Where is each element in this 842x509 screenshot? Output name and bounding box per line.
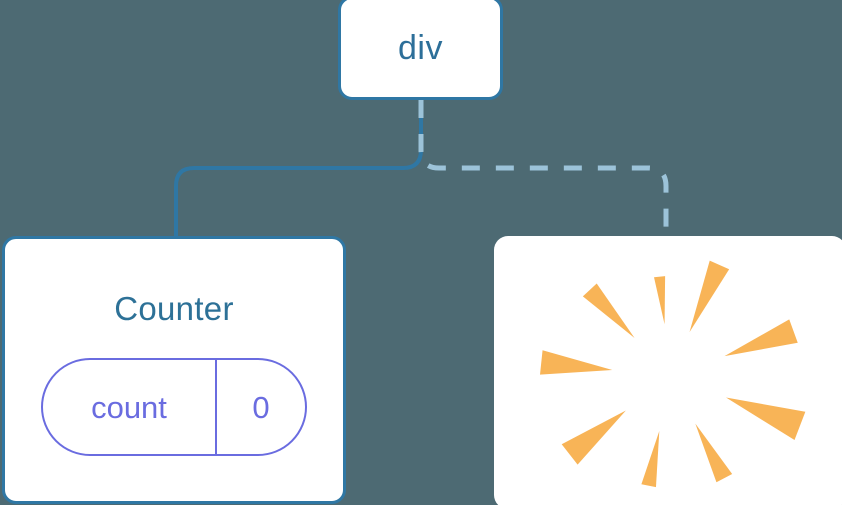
- sparkle-ray-6: [695, 423, 733, 483]
- sparkle-burst-icon: [540, 260, 806, 488]
- prop-name: count: [43, 360, 217, 454]
- sparkle-ray-7: [726, 397, 806, 440]
- node-div[interactable]: div: [338, 0, 503, 100]
- sparkle-ray-8: [724, 319, 798, 357]
- prop-value: 0: [252, 389, 270, 425]
- sparkle-ray-3: [540, 350, 613, 375]
- edge-div-to-counter: [174, 98, 423, 239]
- sparkle-ray-1: [654, 276, 666, 325]
- node-div-label: div: [398, 29, 443, 67]
- sparkle-ray-2: [582, 283, 635, 338]
- node-counter-label: Counter: [114, 290, 234, 327]
- sparkle-ray-5: [641, 430, 660, 488]
- node-placeholder[interactable]: [494, 236, 842, 509]
- node-counter[interactable]: Counter count 0: [2, 236, 346, 504]
- prop-pill-count[interactable]: count 0: [41, 358, 307, 456]
- sparkle-ray-4: [561, 410, 626, 465]
- edge-div-to-placeholder: [418, 100, 669, 238]
- sparkle-ray-0: [689, 260, 730, 333]
